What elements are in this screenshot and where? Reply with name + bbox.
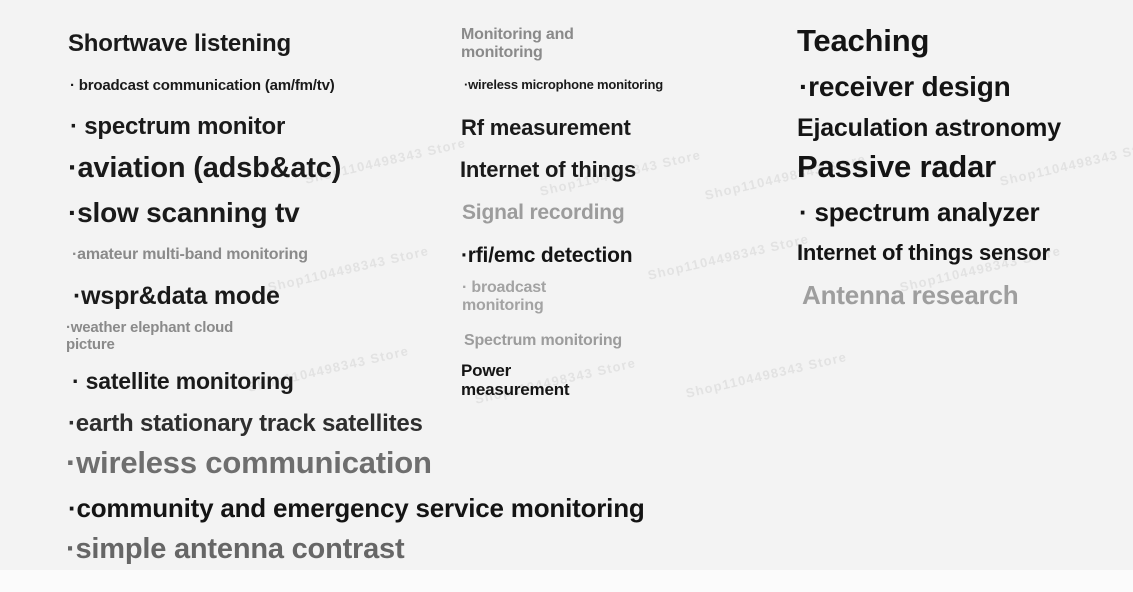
item-amateur-multiband-monitoring: ·amateur multi-band monitoring (72, 246, 308, 263)
item-rfi-emc-detection: ·rfi/emc detection (461, 244, 633, 267)
item-monitoring-and-monitoring: Monitoring and monitoring (461, 26, 574, 61)
bottom-white-strip (0, 570, 1133, 592)
item-spectrum-monitoring: Spectrum monitoring (464, 332, 622, 349)
item-slow-scanning-tv: ·slow scanning tv (68, 197, 300, 228)
item-aviation-adsb-atc: ·aviation (adsb&atc) (68, 152, 342, 184)
item-community-emergency-monitoring: ·community and emergency service monitor… (68, 493, 645, 523)
item-power-measurement: Power measurement (461, 361, 570, 400)
item-antenna-research: Antenna research (802, 280, 1019, 310)
watermark: Shop1104498343 Store (646, 231, 811, 283)
item-simple-antenna-contrast: ·simple antenna contrast (66, 533, 405, 565)
item-signal-recording: Signal recording (462, 201, 625, 224)
item-satellite-monitoring: · satellite monitoring (72, 368, 294, 394)
item-teaching: Teaching (797, 23, 930, 58)
watermark: Shop1104498343 Store (684, 349, 849, 401)
item-wspr-data-mode: ·wspr&data mode (73, 282, 280, 310)
item-internet-of-things-sensor: Internet of things sensor (797, 240, 1050, 265)
item-wireless-communication: ·wireless communication (66, 445, 432, 480)
item-ejaculation-astronomy: Ejaculation astronomy (797, 114, 1061, 142)
item-spectrum-monitor: · spectrum monitor (70, 113, 286, 140)
item-wireless-microphone-monitoring: ·wireless microphone monitoring (464, 77, 663, 92)
item-spectrum-analyzer: · spectrum analyzer (799, 197, 1040, 227)
item-weather-cloud-picture: ·weather elephant cloud picture (66, 319, 234, 353)
item-shortwave-listening: Shortwave listening (68, 30, 291, 57)
item-broadcast-communication: · broadcast communication (am/fm/tv) (70, 77, 335, 94)
item-rf-measurement: Rf measurement (461, 115, 631, 140)
item-receiver-design: ·receiver design (799, 71, 1011, 102)
watermark: Shop1104498343 Store (998, 137, 1133, 189)
item-passive-radar: Passive radar (797, 149, 997, 184)
item-earth-stationary-track-satellites: ·earth stationary track satellites (68, 410, 423, 437)
item-broadcast-monitoring: · broadcast monitoring (462, 279, 547, 314)
item-internet-of-things: Internet of things (460, 157, 637, 182)
